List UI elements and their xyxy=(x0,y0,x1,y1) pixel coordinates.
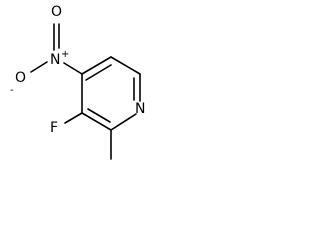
nitrogen-ring-label: N xyxy=(135,101,145,117)
bond-c4-c5 xyxy=(81,56,112,75)
nitro-nitrogen-label: N xyxy=(50,52,60,68)
bond-c5-c6 xyxy=(110,56,141,75)
bond-c4-c5-double xyxy=(85,64,112,81)
nitro-nitrogen-charge: + xyxy=(61,49,69,60)
bond-n1-c2 xyxy=(110,113,137,131)
bond-c3-fluorine xyxy=(64,112,83,124)
nitro-oxygen-left-charge: - xyxy=(10,85,14,96)
fluorine-label: F xyxy=(50,120,58,136)
bond-c4-nitro-n xyxy=(63,62,83,75)
bond-nitro-n-o-left xyxy=(30,61,48,73)
chemical-structure-canvas: N F N + O O - xyxy=(0,0,158,172)
nitro-oxygen-top-label: O xyxy=(51,4,62,20)
bond-c2-c3 xyxy=(81,112,112,131)
bond-c2-c3-double xyxy=(87,108,111,123)
nitro-oxygen-left-label: O xyxy=(15,70,26,86)
chemical-structure: N F N + O O - xyxy=(10,4,145,160)
